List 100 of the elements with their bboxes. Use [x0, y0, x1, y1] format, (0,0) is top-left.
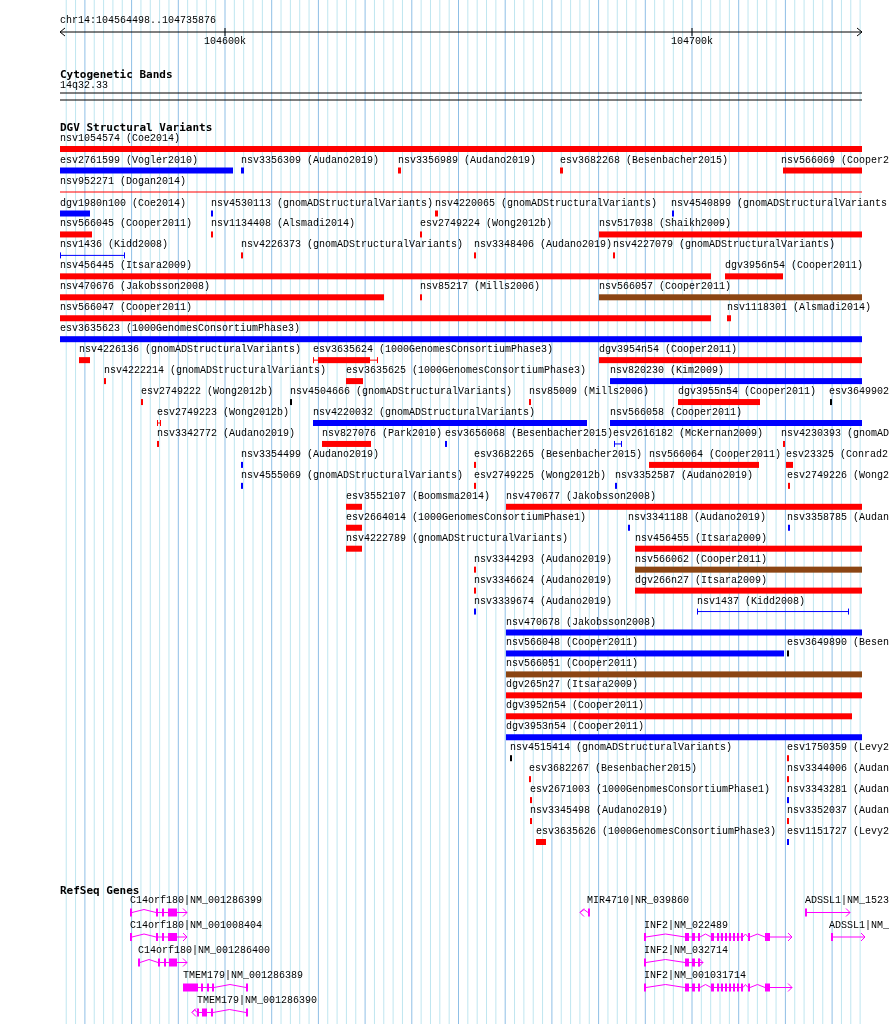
variant-label: nsv3342772 (Audano2019) [157, 427, 296, 440]
variant-label: esv3649902 [829, 386, 889, 399]
gene-label: C14orf180|NM_001286400 [138, 945, 271, 957]
variant-label: esv3635623 (1000GenomesConsortiumPhase3) [60, 323, 301, 336]
variant-label: nsv4540899 (gnomADStructuralVariants [671, 197, 888, 210]
variant-label: nsv4515414 (gnomADStructuralVariants) [510, 742, 733, 755]
gene-label: ADSSL1|NM_1523 [805, 895, 889, 907]
variant-label: nsv566062 (Cooper2011) [635, 553, 768, 566]
variant-label: nsv4222789 (gnomADStructuralVariants) [346, 532, 569, 545]
variant-label: nsv566064 (Cooper2011) [649, 448, 782, 461]
gene-label: TMEM179|NM_001286390 [197, 995, 318, 1007]
variant-label: nsv566069 (Cooper2 [781, 154, 890, 167]
variant-label: esv3552107 (Boomsma2014) [346, 490, 491, 503]
variant-label: nsv3344006 (Audan [787, 763, 890, 776]
band-label: 14q32.33 [60, 80, 108, 92]
gene-label: INF2|NM_022489 [644, 919, 728, 932]
variant-label: nsv3346624 (Audano2019) [474, 574, 613, 587]
variant-label: nsv4222214 (gnomADStructuralVariants) [104, 365, 327, 378]
variant-label: nsv566051 (Cooper2011) [506, 658, 639, 671]
variant-label: esv3635626 (1000GenomesConsortiumPhase3) [536, 826, 777, 838]
variant-label: nsv4555069 (gnomADStructuralVariants) [241, 469, 464, 482]
variant-label: esv2749224 (Wong2012b) [420, 218, 553, 231]
variant-label: nsv4504666 (gnomADStructuralVariants) [290, 386, 513, 399]
variant-label: nsv566045 (Cooper2011) [60, 218, 193, 231]
variant-label: esv2761599 (Vogler2010) [60, 154, 199, 167]
variant-label: nsv1134408 (Alsmadi2014) [211, 218, 356, 231]
variant-label: esv3635625 (1000GenomesConsortiumPhase3) [346, 365, 587, 378]
variant-label: esv2749226 (Wong2 [787, 469, 890, 482]
variant-label: esv1750359 (Levy2 [787, 742, 890, 755]
variant-label: nsv456445 (Itsara2009) [60, 260, 193, 273]
variant-label: esv3656068 (Besenbacher2015) [445, 427, 614, 440]
variant-label: esv3682265 (Besenbacher2015) [474, 448, 643, 461]
variant-label: nsv566058 (Cooper2011) [610, 407, 743, 419]
variant-label: nsv4226136 (gnomADStructuralVariants) [79, 344, 302, 357]
variant-label: esv2749223 (Wong2012b) [157, 407, 290, 419]
variant-label: nsv3345498 (Audano2019) [530, 805, 669, 818]
variant-label: nsv827076 (Park2010) [322, 427, 443, 440]
gene-label: INF2|NM_032714 [644, 945, 728, 957]
variant-label: esv2616182 (McKernan2009) [613, 427, 764, 440]
variant-label: esv3649890 (Besen [787, 637, 890, 650]
variant-label: nsv1118301 (Alsmadi2014) [727, 302, 872, 315]
gene-label: INF2|NM_001031714 [644, 970, 747, 982]
variant-label: nsv3348406 (Audano2019) [474, 239, 613, 252]
gene-label: C14orf180|NM_001008404 [130, 919, 263, 932]
track-heading: Cytogenetic Bands [60, 67, 173, 81]
variant-label: dgv3952n54 (Cooper2011) [506, 700, 645, 713]
variant-label: nsv4230393 (gnomAD [781, 427, 890, 440]
variant-label: dgv3956n54 (Cooper2011) [725, 260, 864, 273]
variant-label: esv2749222 (Wong2012b) [141, 386, 274, 399]
track-heading: RefSeq Genes [60, 883, 140, 897]
gene-label: C14orf180|NM_001286399 [130, 895, 263, 907]
variant-label: nsv3344293 (Audano2019) [474, 553, 613, 566]
variant-label: nsv1436 (Kidd2008) [60, 239, 169, 252]
variant-label: nsv3358785 (Audan [787, 511, 890, 524]
variant-label: esv2749225 (Wong2012b) [474, 469, 607, 482]
variant-label: dgv3955n54 (Cooper2011) [678, 386, 817, 399]
variant-label: nsv1054574 (Coe2014) [60, 133, 181, 145]
variant-label: dgv3954n54 (Cooper2011) [599, 344, 738, 357]
variant-label: nsv4226373 (gnomADStructuralVariants) [241, 239, 464, 252]
variant-label: nsv470678 (Jakobsson2008) [506, 616, 657, 629]
ruler-label: 104600k [204, 35, 246, 48]
variant-label: esv1151727 (Levy2 [787, 826, 890, 838]
variant-label: nsv3356309 (Audano2019) [241, 154, 380, 167]
variant-label: nsv85009 (Mills2006) [529, 386, 650, 399]
variant-label: dgv265n27 (Itsara2009) [506, 679, 639, 692]
variant-label: esv2671003 (1000GenomesConsortiumPhase1) [530, 784, 771, 797]
variant-label: esv3682267 (Besenbacher2015) [529, 763, 698, 776]
variant-label: nsv566057 (Cooper2011) [599, 281, 732, 294]
variant-label: nsv4220032 (gnomADStructuralVariants) [313, 407, 536, 419]
variant-label: dgv1980n100 (Coe2014) [60, 197, 187, 210]
variant-label: nsv566047 (Cooper2011) [60, 302, 193, 315]
variant-label: nsv3343281 (Audan [787, 784, 890, 797]
ruler-label: 104700k [671, 35, 713, 48]
variant-label: nsv456455 (Itsara2009) [635, 532, 768, 545]
variant-label: nsv820230 (Kim2009) [610, 365, 725, 378]
variant-label: nsv3354499 (Audano2019) [241, 448, 380, 461]
variant-label: nsv470677 (Jakobsson2008) [506, 490, 657, 503]
variant-label: nsv4530113 (gnomADStructuralVariants) [211, 197, 434, 210]
variant-label: nsv3339674 (Audano2019) [474, 595, 613, 608]
track-heading: DGV Structural Variants [60, 120, 213, 134]
variant-label: esv2664014 (1000GenomesConsortiumPhase1) [346, 511, 587, 524]
variant-label: nsv3341188 (Audano2019) [628, 511, 767, 524]
variant-label: nsv4227079 (gnomADStructuralVariants) [613, 239, 836, 252]
variant-label: nsv1437 (Kidd2008) [697, 595, 806, 608]
variant-label: nsv517038 (Shaikh2009) [599, 218, 732, 231]
gene-label: MIR4710|NR_039860 [587, 895, 690, 907]
variant-label: nsv85217 (Mills2006) [420, 281, 541, 294]
variant-label: esv3682268 (Besenbacher2015) [560, 154, 729, 167]
gene-label: ADSSL1|NM_ [829, 919, 889, 932]
variant-label: dgv3953n54 (Cooper2011) [506, 721, 645, 734]
variant-label: nsv4220065 (gnomADStructuralVariants) [435, 197, 658, 210]
variant-label: nsv3352037 (Audan [787, 805, 890, 818]
variant-label: nsv470676 (Jakobsson2008) [60, 281, 211, 294]
variant-label: esv23325 (Conrad2 [786, 448, 889, 461]
variant-label: esv3635624 (1000GenomesConsortiumPhase3) [313, 344, 554, 357]
variant-label: dgv266n27 (Itsara2009) [635, 574, 768, 587]
variant-label: nsv3356989 (Audano2019) [398, 154, 537, 167]
variant-label: nsv3352587 (Audano2019) [615, 469, 754, 482]
gene-label: TMEM179|NM_001286389 [183, 970, 304, 982]
variant-label: nsv952271 (Dogan2014) [60, 176, 187, 188]
